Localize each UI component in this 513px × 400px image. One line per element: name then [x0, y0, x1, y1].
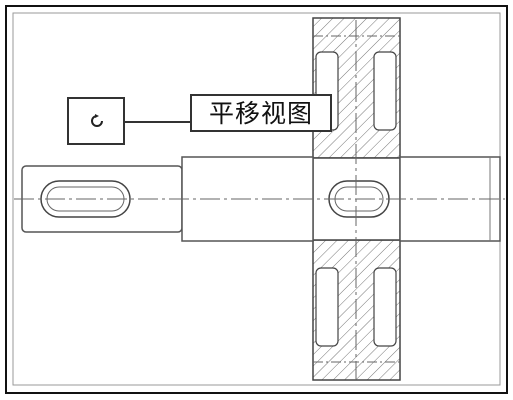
pan-view-callout: 平移视图 [190, 94, 332, 132]
gear-upper-cavity-right [373, 51, 397, 131]
outer-frame [5, 5, 508, 394]
gear-lower-cavity-right [373, 267, 397, 347]
pan-tool-button[interactable] [67, 97, 125, 145]
pan-view-callout-label: 平移视图 [208, 98, 313, 128]
gear-lower-cavity-left [315, 267, 339, 347]
pan-view-icon [91, 114, 103, 127]
